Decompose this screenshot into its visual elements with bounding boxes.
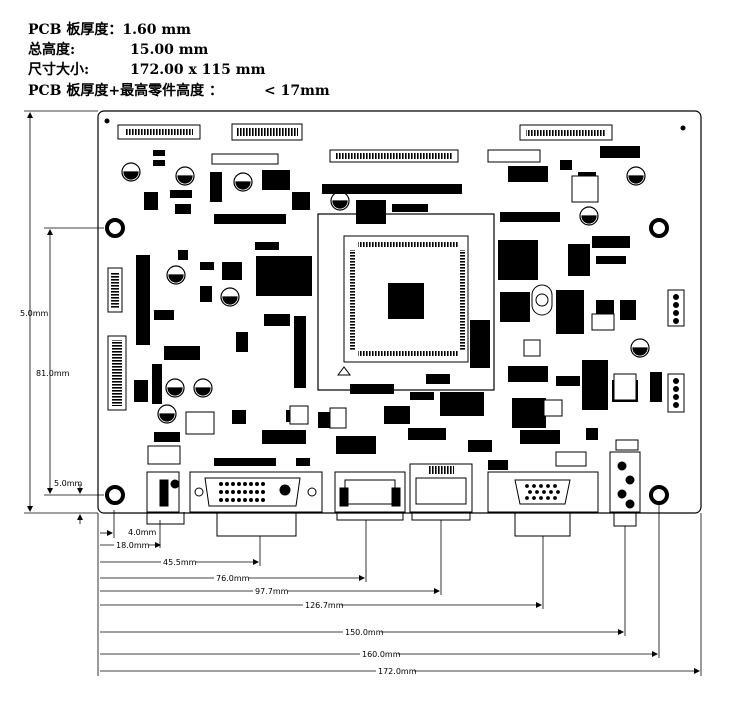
spec-total-height: 总高度: 15.00 mm	[28, 42, 208, 58]
spec-thickness-value: 1.60 mm	[122, 22, 191, 38]
spec-total-height-value: 15.00 mm	[130, 42, 209, 58]
smd-components	[134, 146, 662, 470]
dim-76mm: 76.0mm	[216, 574, 250, 583]
dim-left-bottom: 5.0mm	[54, 479, 83, 488]
left-dimension-lines	[24, 110, 104, 524]
dim-150mm: 150.0mm	[345, 628, 384, 637]
main-ic	[317, 213, 495, 391]
dim-left-mid: 81.0mm	[36, 369, 70, 378]
dim-45-5mm: 45.5mm	[163, 558, 197, 567]
spec-thickness: PCB 板厚度：1.60 mm	[28, 22, 191, 38]
spec-size: 尺寸大小: 172.00 x 115 mm	[28, 62, 265, 78]
top-connectors	[117, 123, 613, 165]
dim-126-7mm: 126.7mm	[305, 601, 344, 610]
spec-thickness-label: PCB 板厚度：	[28, 22, 123, 38]
spec-size-value: 172.00 x 115 mm	[130, 62, 266, 78]
spec-size-label: 尺寸大小:	[28, 62, 90, 78]
spec-max-height-label: PCB 板厚度+最高零件高度 ：	[28, 83, 223, 99]
left-connectors	[107, 267, 127, 411]
bottom-connectors	[146, 439, 641, 537]
dim-97-7mm: 97.7mm	[255, 587, 289, 596]
bottom-dimension-labels: 4.0mm 18.0mm 45.5mm 76.0mm 97.7mm 126.7m…	[114, 528, 417, 676]
dim-160mm: 160.0mm	[362, 650, 401, 659]
misc-parts	[147, 175, 637, 467]
dim-18mm: 18.0mm	[116, 541, 150, 550]
dim-left-top: 5.0mm	[20, 309, 49, 318]
capacitors	[121, 162, 650, 424]
spec-max-height-value: < 17mm	[264, 83, 330, 99]
spec-total-height-label: 总高度:	[28, 42, 76, 58]
spec-max-height: PCB 板厚度+最高零件高度 ： < 17mm	[28, 83, 330, 99]
dim-4mm: 4.0mm	[128, 528, 157, 537]
right-connectors	[667, 289, 685, 413]
dim-172mm: 172.0mm	[378, 667, 417, 676]
